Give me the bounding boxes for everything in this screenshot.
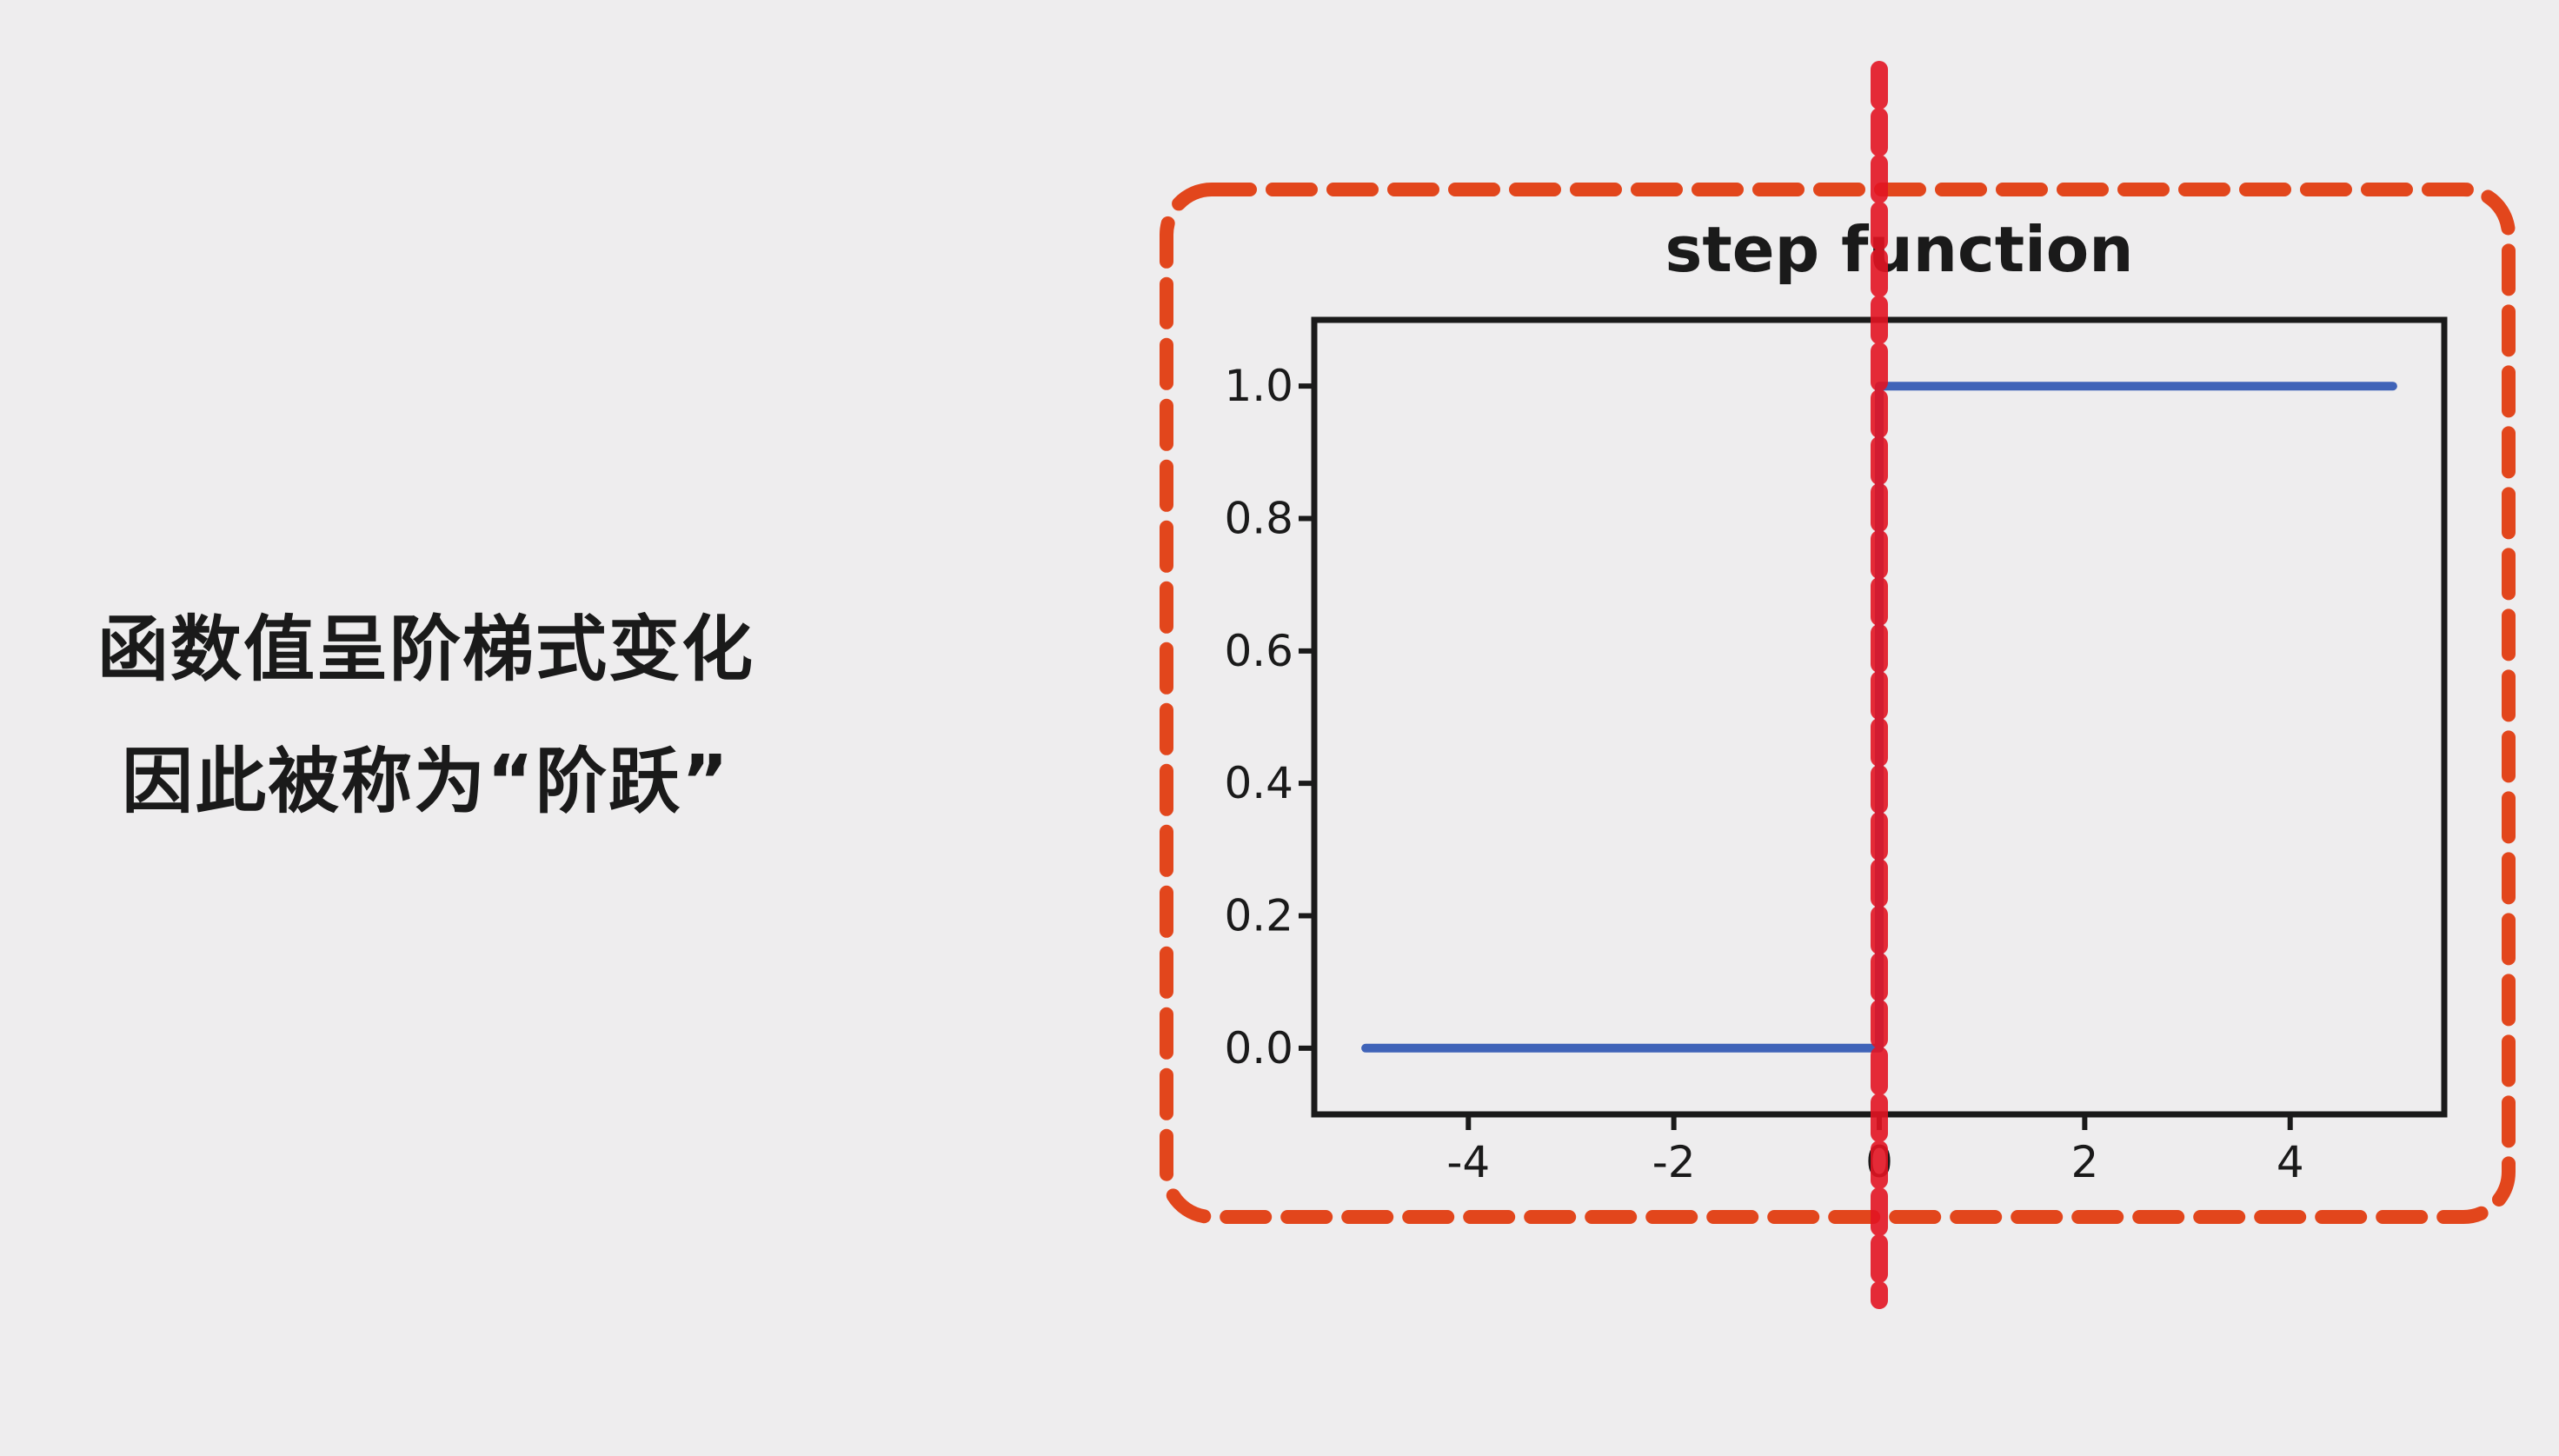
y-tick-label: 0.2: [1224, 891, 1293, 941]
y-tick-label: 0.0: [1224, 1023, 1293, 1074]
caption-line-1: 函数值呈阶梯式变化: [96, 608, 754, 691]
x-tick-label: -2: [1652, 1137, 1696, 1187]
caption-line-2: 因此被称为“阶跃”: [122, 741, 730, 823]
y-tick-label: 1.0: [1224, 361, 1293, 411]
x-tick-label: 4: [2277, 1137, 2304, 1187]
x-tick-label: -4: [1446, 1137, 1490, 1187]
x-tick-label: 2: [2070, 1137, 2098, 1187]
y-tick-label: 0.8: [1224, 494, 1293, 544]
y-tick-label: 0.4: [1224, 758, 1293, 808]
axis-ticks: -4-20240.00.20.40.60.81.0: [1224, 361, 2303, 1187]
y-tick-label: 0.6: [1224, 626, 1293, 676]
chart-title: step function: [1665, 213, 2133, 286]
highlight-box-layer: [1160, 183, 2516, 1224]
highlight-box: [1160, 183, 2516, 1224]
